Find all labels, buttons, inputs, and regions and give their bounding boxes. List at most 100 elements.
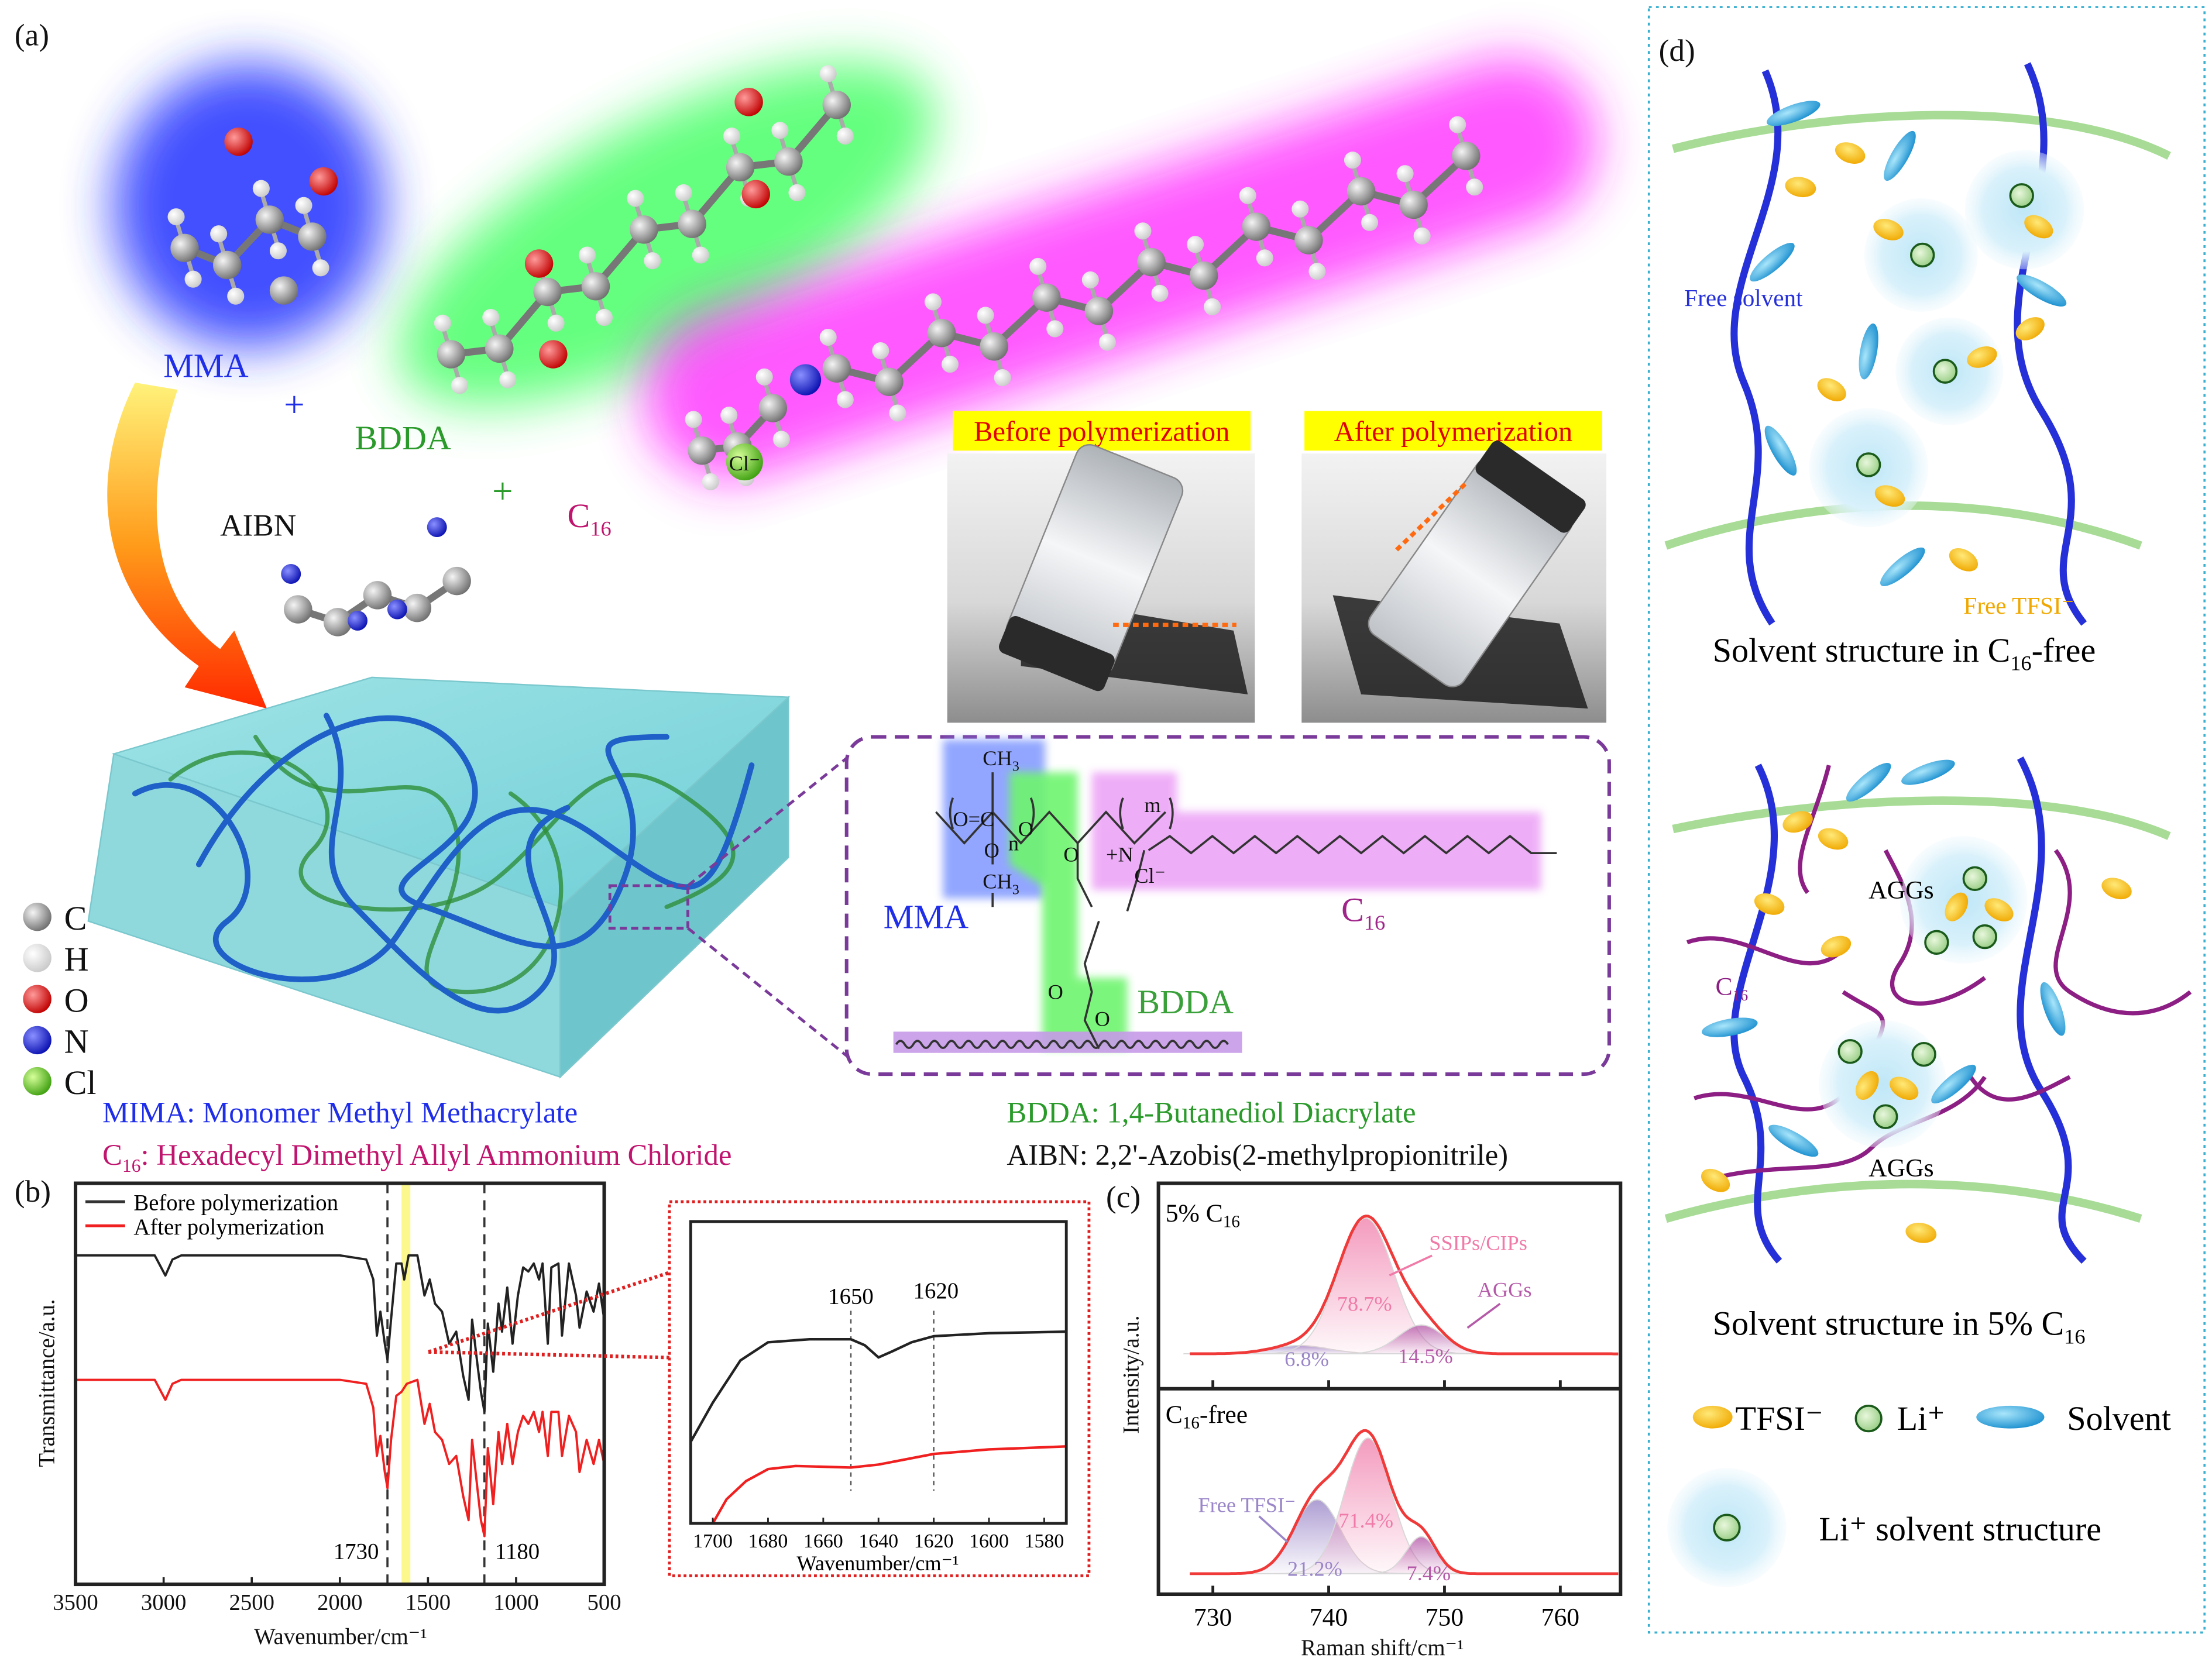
tfsi-anion-icon — [1945, 892, 1969, 921]
carbon-atom — [758, 394, 787, 422]
hydrogen-atom — [720, 407, 738, 424]
hydrogen-atom — [596, 309, 613, 326]
hydrogen-atom — [252, 180, 270, 197]
percent-aggs-5pct: 14.5% — [1398, 1344, 1453, 1368]
polymer-chain — [1730, 69, 1782, 626]
c16-chain — [2053, 849, 2192, 1016]
hydrogen-atom — [702, 473, 719, 491]
inset-x-tick-label: 1660 — [803, 1530, 843, 1552]
solvent-molecule-icon — [1931, 1064, 1976, 1104]
zoom-guide-line — [686, 927, 848, 1057]
hydrogen-atom — [1413, 227, 1431, 245]
definition-mma: MIMA: Monomer Methyl Methacrylate — [102, 1096, 578, 1129]
raman-title-5pct: 5% C16 — [1166, 1199, 1240, 1232]
label-free-tfsi-d: Free TFSI⁻ — [1963, 592, 2074, 619]
tfsi-anion-icon — [1967, 346, 1997, 368]
hydrogen-atom — [547, 314, 565, 332]
tfsi-anion-icon — [1874, 485, 1905, 507]
atom-legend-c-icon — [23, 902, 51, 931]
tfsi-anion-icon — [1890, 1076, 1919, 1100]
hydrogen-atom — [644, 252, 661, 270]
structure-mma-label: MMA — [884, 898, 968, 936]
hydrogen-atom — [295, 197, 312, 214]
panel-d-frame — [1647, 6, 2206, 1634]
polymer-strand — [1672, 796, 2171, 840]
bottom-oxygen: O — [1048, 981, 1063, 1004]
reaction-arrow — [107, 383, 267, 709]
li-ion-icon — [1924, 930, 1949, 955]
polymer-chain — [2014, 62, 2087, 626]
carbon-atom — [980, 332, 1008, 361]
solvent-molecule-icon — [1766, 101, 1821, 126]
ion-and-solvent-particles — [1701, 101, 2132, 1243]
carbon-atom — [284, 595, 312, 624]
c16-chain — [1883, 849, 1986, 1006]
photo-after: After polymerization — [1301, 411, 1607, 723]
hydrogen-atom — [692, 246, 709, 264]
panel-a: (a) MMA + BDDA + C16 AIBN Cl⁻ — [15, 18, 1611, 1176]
hydrogen-atom — [499, 371, 517, 388]
hydrogen-atom — [942, 355, 959, 373]
hydrogen-atom — [819, 328, 837, 346]
hydrogen-atom — [1187, 236, 1204, 253]
mma-label: MMA — [163, 346, 248, 384]
hydrogen-atom — [994, 369, 1011, 387]
ester-oxygen: O — [984, 838, 999, 862]
atom-legend-cl-icon — [23, 1067, 51, 1096]
inset-series-before — [689, 1330, 1067, 1443]
polymer-strand — [1664, 1179, 2142, 1223]
x-tick-label: 1000 — [493, 1590, 539, 1615]
side-chain-bonds — [991, 772, 1146, 1050]
tfsi-anion-icon — [1821, 935, 1852, 958]
hydrogen-atom — [451, 377, 468, 394]
li-ion-icon — [1962, 866, 1988, 891]
carbon-atom — [1189, 261, 1218, 290]
tfsi-anion-icon — [1949, 548, 1979, 572]
polymer-gel-block — [87, 676, 848, 1079]
tfsi-anion-icon — [1782, 811, 1813, 833]
tfsi-anion-icon — [1984, 898, 2014, 921]
hydrogen-atom — [482, 309, 500, 326]
carbon-atom — [213, 250, 242, 280]
inset-annotation-1650: 1650 — [828, 1284, 874, 1309]
hydrogen-atom — [1396, 165, 1414, 183]
structure-bdda-label: BDDA — [1137, 983, 1234, 1021]
tfsi-anion-icon — [1785, 177, 1816, 198]
carbon-atom — [437, 340, 466, 369]
photo-after-label-bg — [1304, 411, 1602, 451]
hydrogen-atom — [167, 208, 185, 226]
hydrogen-atom — [889, 404, 906, 422]
hydrogen-atom — [675, 184, 692, 201]
carbon-atom — [1137, 247, 1166, 277]
panel-d-solvation-schematic: (d) Free solvent Free TFSI⁻ So — [1647, 6, 2206, 1634]
hydrogen-atom — [227, 287, 245, 305]
photo-before-label-bg — [953, 411, 1251, 451]
definition-c16: C16: Hexadecyl Dimethyl Allyl Ammonium C… — [102, 1139, 731, 1176]
label-ssips-cips: SSIPs/CIPs — [1429, 1231, 1527, 1254]
inset-x-axis-label: Wavenumber/cm⁻¹ — [796, 1552, 959, 1575]
carbon-atom — [822, 91, 851, 119]
legend-label-before: Before polymerization — [133, 1191, 338, 1216]
inset-dotted-frame — [668, 1200, 1091, 1577]
tfsi-anion-icon — [2015, 317, 2045, 340]
tfsi-anion-icon — [2101, 878, 2132, 900]
carbon-atom — [1032, 283, 1061, 312]
gel-level-line — [1395, 480, 1469, 552]
bdda-crosslink-strand — [253, 734, 564, 995]
x-tick-label: 3000 — [141, 1590, 187, 1615]
atom-legend-n-icon — [23, 1026, 51, 1055]
hydrogen-atom — [819, 65, 837, 82]
hydrogen-atom — [210, 225, 228, 243]
carbon-atom — [170, 233, 199, 263]
structure-frame — [844, 735, 1611, 1076]
label-c16-d: C16 — [1716, 972, 1749, 1004]
panel-label-a: (a) — [15, 18, 49, 53]
nitrogen-atom — [789, 364, 822, 395]
tfsi-anion-icon — [1835, 142, 1866, 164]
panel-label-c: (c) — [1106, 1180, 1141, 1215]
solvent-molecule-icon — [1901, 759, 1955, 785]
c16-chain — [1686, 936, 1845, 966]
zoom-guide-line — [686, 757, 848, 887]
chemical-structure: CH3 n m O=C O O O CH3 O O +N Cl⁻ MMA BDD… — [844, 735, 1611, 1076]
arrow-ssips — [1389, 1254, 1433, 1277]
